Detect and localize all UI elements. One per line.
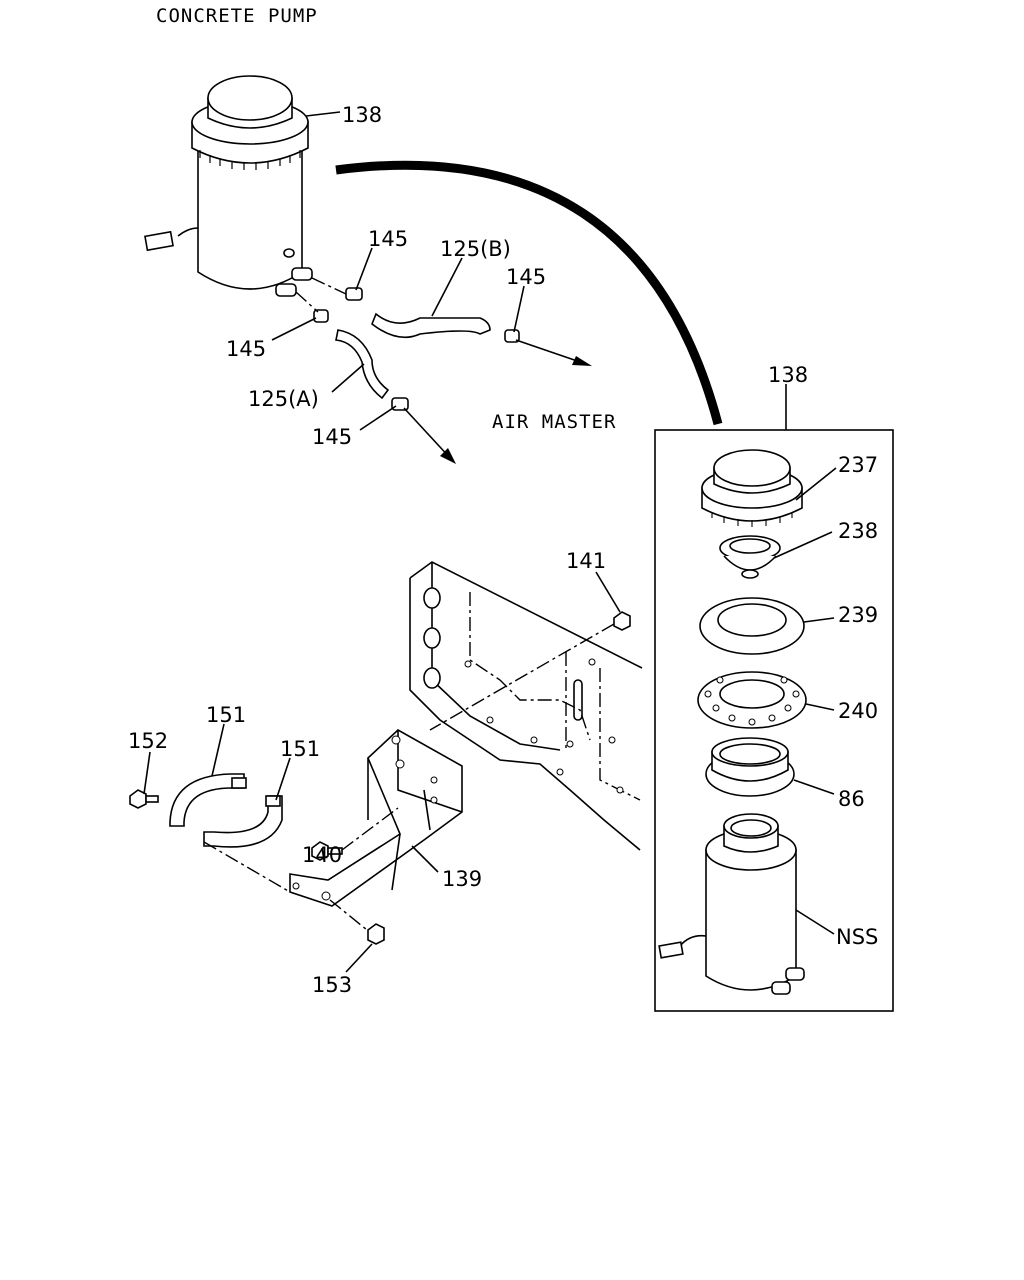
detail-frame xyxy=(654,429,894,1012)
callout-86: 86 xyxy=(838,787,865,811)
seal-238 xyxy=(719,535,781,579)
band-clamp-151-left xyxy=(169,773,247,827)
diagram-title: CONCRETE PUMP xyxy=(156,5,318,27)
cap-237 xyxy=(701,449,803,527)
callout-145-left: 145 xyxy=(226,337,266,361)
callout-152: 152 xyxy=(128,729,168,753)
hose-125b xyxy=(371,312,491,339)
gasket-240 xyxy=(697,671,807,729)
bracket-139 xyxy=(289,729,463,907)
callout-237: 237 xyxy=(838,453,878,477)
callout-239: 239 xyxy=(838,603,878,627)
callout-138-box: 138 xyxy=(768,363,808,387)
callout-138-tank: 138 xyxy=(342,103,382,127)
hose-125a xyxy=(335,329,390,400)
callout-125b: 125(B) xyxy=(440,237,511,261)
callout-153: 153 xyxy=(312,973,352,997)
callout-151-right: 151 xyxy=(280,737,320,761)
exploded-detail-box: 138 237 238 xyxy=(654,363,894,1012)
callout-238: 238 xyxy=(838,519,878,543)
callout-145-upper: 145 xyxy=(368,227,408,251)
hose-clamp-fittings xyxy=(313,287,520,411)
callout-145-bottom: 145 xyxy=(312,425,352,449)
bolt-152 xyxy=(129,789,159,809)
tank-body-nss xyxy=(658,813,805,995)
collar-86 xyxy=(705,737,795,797)
nut-141 xyxy=(613,611,631,631)
callout-240: 240 xyxy=(838,699,878,723)
callout-139: 139 xyxy=(442,867,482,891)
ring-239 xyxy=(699,597,805,655)
callout-151-left: 151 xyxy=(206,703,246,727)
callout-141: 141 xyxy=(566,549,606,573)
air-master-label: AIR MASTER xyxy=(492,411,616,433)
reference-arc xyxy=(335,160,723,426)
nut-153 xyxy=(367,923,385,945)
callout-nss: NSS xyxy=(836,925,878,949)
chassis-frame xyxy=(409,561,643,851)
reservoir-tank-upper xyxy=(144,75,313,297)
callout-145-right: 145 xyxy=(506,265,546,289)
callout-140: 140 xyxy=(302,843,342,867)
band-clamp-151-right xyxy=(203,795,283,848)
callout-125a: 125(A) xyxy=(248,387,319,411)
